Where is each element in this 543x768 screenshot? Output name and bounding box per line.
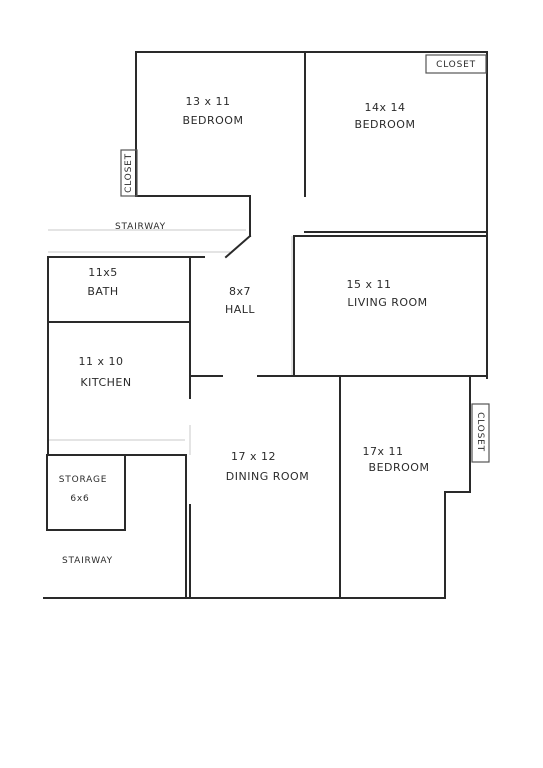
walls <box>43 51 488 599</box>
room-dims-bedroom-nw: 13 x 11 <box>185 95 231 108</box>
room-name-storage: STORAGE <box>58 475 108 485</box>
room-dims-bedroom-ne: 14x 14 <box>364 101 406 114</box>
room-name-dining: DINING ROOM <box>225 470 310 483</box>
room-name-bedroom-nw: BEDROOM <box>182 114 244 127</box>
room-dims-bedroom-se: 17x 11 <box>362 445 404 458</box>
room-name-bath: BATH <box>87 285 119 298</box>
closet-right-label: CLOSET <box>475 412 485 452</box>
room-name-hall: HALL <box>224 303 256 316</box>
faint-lines <box>48 229 293 455</box>
room-name-bedroom-ne: BEDROOM <box>354 118 416 131</box>
room-dims-dining: 17 x 12 <box>231 450 276 463</box>
room-name-bedroom-se: BEDROOM <box>368 461 430 474</box>
room-dims-kitchen: 11 x 10 <box>78 355 124 368</box>
room-dims-storage: 6x6 <box>70 494 90 504</box>
closet-boxes <box>120 54 490 463</box>
room-dims-bath: 11x5 <box>88 266 118 279</box>
stairway-lower-label: STAIRWAY <box>62 556 113 566</box>
closet-top-right-label: CLOSET <box>436 60 476 70</box>
room-dims-living: 15 x 11 <box>346 278 392 291</box>
room-name-living: LIVING ROOM <box>347 296 428 309</box>
closet-left-label: CLOSET <box>124 153 134 193</box>
stairway-upper-label: STAIRWAY <box>115 222 166 232</box>
room-name-kitchen: KITCHEN <box>80 376 132 389</box>
room-dims-hall: 8x7 <box>228 285 251 298</box>
